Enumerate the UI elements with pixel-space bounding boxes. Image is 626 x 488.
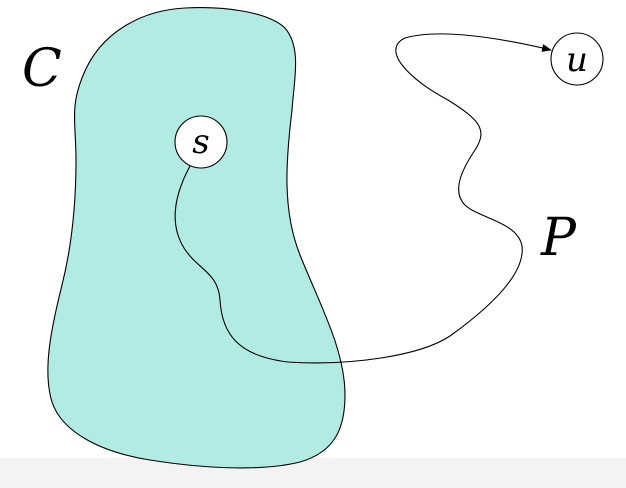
node-s-label: s bbox=[192, 122, 209, 162]
node-u-circle bbox=[550, 32, 604, 86]
path-p-label: P bbox=[540, 208, 577, 268]
region-c bbox=[47, 7, 346, 469]
node-u-label: u bbox=[566, 40, 588, 80]
node-s-circle bbox=[174, 115, 228, 169]
set-c-label: C bbox=[22, 39, 62, 99]
path-p bbox=[174, 33, 552, 364]
bottom-strip bbox=[0, 458, 626, 488]
